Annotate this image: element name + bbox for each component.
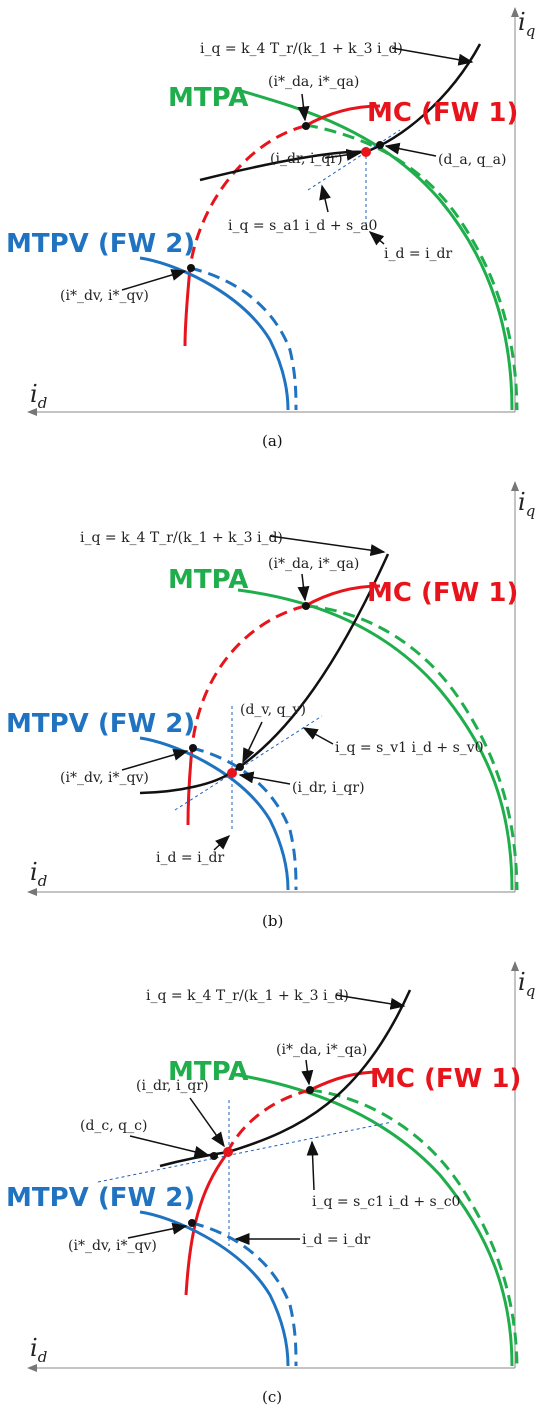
diagram-panel-c: iq id MTPA MC (FW 1) MTPV (FW 2) i_q = k… [0, 950, 550, 1417]
opt-mtpa-point [306, 1086, 314, 1094]
tangent-point [376, 141, 384, 149]
opt-mtpa-point [302, 602, 310, 610]
vertical-eq-arrow [213, 834, 231, 851]
mtpa-curve [237, 588, 514, 891]
ref-point-arrow [324, 148, 362, 161]
diagram-b-svg: iq id MTPA MC (FW 1) MTPV (FW 2) i_q = k… [6, 481, 535, 930]
mtpv-label: MTPV (FW 2) [6, 229, 195, 259]
ref-point-arrow [189, 1097, 225, 1148]
caption-c: (c) [262, 1388, 282, 1406]
diagram-panel-b: iq id MTPA MC (FW 1) MTPV (FW 2) i_q = k… [0, 470, 550, 940]
torque-eq-arrow [335, 994, 406, 1010]
mc-label: MC (FW 1) [367, 98, 518, 128]
opt-mtpa-arrow [301, 1059, 314, 1086]
vertical-eq-label: i_d = i_dr [384, 246, 453, 262]
mtpv-dashed-curve [191, 1221, 298, 1367]
mtpv-dashed-curve [189, 266, 298, 411]
caption-a: (a) [262, 432, 283, 450]
mtpv-curve [139, 736, 290, 891]
mc-label: MC (FW 1) [370, 1064, 521, 1094]
opt-mtpv-arrow [121, 269, 187, 291]
torque-eq-arrow [269, 535, 386, 557]
torque-eq-label: i_q = k_4 T_r/(k_1 + k_3 i_d) [200, 41, 403, 57]
mtpa-curve [237, 1073, 514, 1367]
mtpv-curve [139, 256, 290, 411]
opt-mtpv-point [187, 264, 195, 272]
ref-point [227, 768, 237, 778]
tangent-point-arrow [242, 721, 263, 764]
opt-mtpv-arrow [121, 749, 189, 771]
mtpa-label: MTPA [168, 83, 248, 113]
mtpa-label: MTPA [168, 565, 248, 595]
diagram-panel-a: iq id MTPA MC (FW 1) MTPV (FW 2) i_q = k… [0, 0, 550, 460]
tangent-point-label: (d_c, q_c) [80, 1118, 147, 1134]
tangent-point [210, 1152, 218, 1160]
tangent-eq-label: i_q = s_c1 i_d + s_c0 [312, 1194, 460, 1210]
opt-mtpv-label: (i*_dv, i*_qv) [68, 1238, 157, 1254]
ref-point [223, 1147, 233, 1157]
axis-iq-label: iq [518, 968, 535, 1000]
mtpv-label: MTPV (FW 2) [6, 1183, 195, 1213]
diagram-c-svg: iq id MTPA MC (FW 1) MTPV (FW 2) i_q = k… [6, 961, 535, 1406]
torque-curve [139, 553, 390, 795]
mtpv-dashed-curve [191, 746, 298, 891]
axis-id-label: id [30, 858, 47, 890]
ref-point-label: (i_dr, i_qr) [270, 151, 343, 167]
tangent-point-arrow [384, 142, 437, 157]
mc-curve [304, 104, 381, 128]
axis-id-label: id [30, 1334, 47, 1366]
vertical-eq-label: i_d = i_dr [302, 1232, 371, 1248]
mtpv-label: MTPV (FW 2) [6, 709, 195, 739]
mc-curve [309, 1070, 381, 1092]
opt-mtpa-arrow [297, 573, 310, 602]
diagram-a-svg: iq id MTPA MC (FW 1) MTPV (FW 2) i_q = k… [6, 7, 535, 450]
tangent-eq-arrow [306, 1140, 319, 1191]
mc-lower-curve [184, 1154, 228, 1296]
opt-mtpv-label: (i*_dv, i*_qv) [60, 288, 149, 304]
tangent-eq-arrow [302, 727, 334, 745]
tangent-eq-arrow [319, 184, 331, 213]
tangent-line [174, 715, 323, 811]
opt-mtpa-point [302, 122, 310, 130]
vertical-eq-arrow [368, 231, 385, 246]
opt-mtpv-arrow [127, 1222, 188, 1239]
torque-eq-label: i_q = k_4 T_r/(k_1 + k_3 i_d) [146, 988, 349, 1004]
tangent-point-label: (d_a, q_a) [438, 152, 506, 168]
mc-dashed-curve [188, 124, 306, 269]
mc-label: MC (FW 1) [367, 578, 518, 608]
tangent-line [97, 1121, 393, 1183]
mc-lower-curve [186, 747, 194, 826]
tangent-point [236, 763, 244, 771]
opt-mtpv-point [188, 1219, 196, 1227]
ref-point-arrow [238, 771, 291, 785]
mtpa-label: MTPA [168, 1057, 248, 1087]
opt-mtpa-label: (i*_da, i*_qa) [276, 1042, 367, 1058]
opt-mtpa-label: (i*_da, i*_qa) [268, 556, 359, 572]
mtpa-dashed-curve [309, 1088, 519, 1367]
tangent-point-arrow [129, 1135, 210, 1158]
tangent-eq-label: i_q = s_v1 i_d + s_v0 [335, 740, 484, 756]
tangent-eq-label: i_q = s_a1 i_d + s_a0 [228, 218, 377, 234]
mc-dashed-curve [190, 604, 306, 749]
axis-id-label: id [30, 380, 47, 412]
torque-eq-arrow [391, 47, 474, 66]
tangent-point-label: (d_v, q_v) [240, 702, 306, 718]
opt-mtpv-label: (i*_dv, i*_qv) [60, 770, 149, 786]
axis-iq-label: iq [518, 488, 535, 520]
opt-mtpv-point [189, 744, 197, 752]
mc-lower-curve [183, 267, 192, 347]
mtpv-curve [139, 1210, 290, 1367]
vertical-eq-label: i_d = i_dr [156, 850, 225, 866]
torque-eq-label: i_q = k_4 T_r/(k_1 + k_3 i_d) [80, 530, 283, 546]
mtpa-dashed-curve [305, 604, 519, 891]
axis-iq-label: iq [518, 8, 535, 40]
ref-point-label: (i_dr, i_qr) [292, 780, 365, 796]
opt-mtpa-arrow [297, 93, 310, 122]
ref-point-label: (i_dr, i_qr) [136, 1078, 209, 1094]
ref-point [361, 147, 371, 157]
mtpa-dashed-curve [305, 123, 519, 411]
opt-mtpa-label: (i*_da, i*_qa) [268, 74, 359, 90]
caption-b: (b) [262, 912, 283, 930]
mc-dashed-curve [224, 1088, 311, 1156]
